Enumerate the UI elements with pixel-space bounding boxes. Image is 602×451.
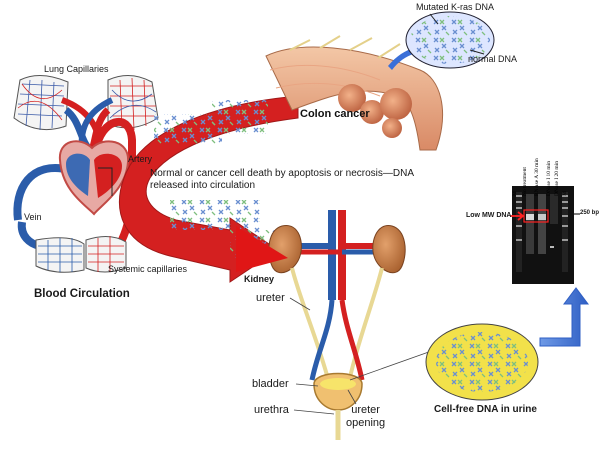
release-text-line2: released into circulation [150, 180, 256, 191]
mutated-kras-leader [429, 13, 439, 25]
blood-circulation-title: Blood Circulation [34, 288, 130, 300]
normal-dna-leader [469, 49, 485, 55]
vein-label: Vein [24, 212, 42, 222]
gel-lane-label-4: DNase I 10 min [546, 161, 552, 196]
systemic-capillaries-label: Systemic capillaries [108, 264, 188, 274]
cell-free-dna-label: Cell-free DNA in urine [434, 404, 537, 415]
gel-image [512, 186, 574, 284]
dna-fragments-top [154, 100, 268, 144]
ureter-opening-leader [347, 389, 357, 405]
ureter-opening-label: ureter opening [346, 404, 385, 430]
ureter-opening-line1: ureter [351, 404, 380, 416]
heart [58, 140, 130, 216]
colon-cancer-label: Colon cancer [300, 108, 370, 120]
ureter-opening-line2: opening [346, 417, 386, 429]
colon-illustration [265, 35, 443, 151]
gel-lane-label-3: RNAse A 30 min [534, 158, 540, 196]
low-mw-arrow [510, 211, 525, 221]
gel-to-cfdna-arrow [539, 287, 589, 347]
urethra-label: urethra [254, 404, 289, 416]
bp-250-label: 250 bp [580, 210, 600, 216]
kidney-label: Kidney [244, 274, 275, 284]
kidney-pointer-triangle [236, 226, 288, 272]
bladder-to-cfdna-link [349, 347, 441, 381]
ureter-leader [289, 297, 311, 311]
lung-capillaries-group [13, 75, 159, 131]
mutated-kras-label: Mutated K-ras DNA [416, 2, 495, 12]
normal-dna-label: normal DNA [468, 54, 518, 64]
release-text-line1: Normal or cancer cell death by apoptosis… [150, 168, 414, 179]
mutated-dna-ellipse [405, 11, 495, 69]
gel-lane-label-1: M [512, 191, 518, 196]
bladder-label: bladder [252, 378, 289, 390]
artery-label: Artery [128, 154, 153, 164]
bladder-leader [295, 383, 319, 387]
lung-capillaries-label: Lung Capillaries [44, 64, 109, 74]
cell-free-dna-ellipse [425, 323, 539, 401]
low-mw-dna-label: Low MW DNA [466, 212, 512, 219]
systemic-capillaries-group [35, 236, 127, 273]
urethra-leader [293, 409, 335, 415]
release-text: Normal or cancer cell death by apoptosis… [150, 168, 414, 192]
ureter-label: ureter [256, 292, 285, 304]
gel-lane-label-2: No treatment [522, 167, 528, 196]
gel-lane-label-5: DNase I 20 min [554, 161, 560, 196]
gel-lane-label-6: M [562, 191, 568, 196]
